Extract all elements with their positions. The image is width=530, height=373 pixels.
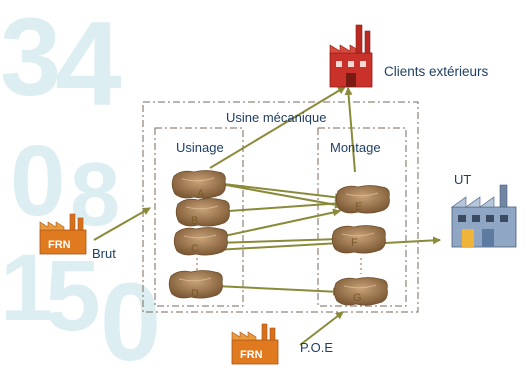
- montage-label: Montage: [330, 140, 381, 155]
- sack-icon: [331, 225, 386, 254]
- usinage-frame: [154, 127, 244, 307]
- arrow-e-clients: [344, 87, 356, 173]
- brut-label: Brut: [92, 246, 116, 261]
- node-f-label: F: [351, 237, 358, 249]
- node-a-label: A: [197, 188, 205, 200]
- frn-label-left: FRN: [48, 239, 71, 251]
- svg-text:4: 4: [55, 0, 122, 131]
- node-e-label: E: [355, 201, 362, 213]
- factory-ut-icon: [451, 184, 517, 248]
- arrow-a-clients: [209, 86, 346, 169]
- background-watermark: 3 4 0 8 1 5 0: [0, 0, 161, 373]
- arrow-d-g: [214, 285, 341, 296]
- node-c: C: [173, 227, 228, 256]
- arrow-brut: [93, 207, 151, 241]
- arrow-a-e2: [214, 182, 343, 209]
- sack-icon: [175, 198, 230, 227]
- sack-icon: [173, 227, 228, 256]
- arrow-b-e: [214, 199, 343, 213]
- svg-text:0: 0: [10, 125, 66, 237]
- arrow-f-ut: [384, 236, 441, 245]
- factory-clients-icon: [329, 24, 373, 88]
- node-d: D: [168, 270, 223, 300]
- frn-label-bottom: FRN: [240, 349, 263, 361]
- montage-frame: [317, 127, 407, 307]
- node-f: F: [331, 225, 386, 254]
- usine-frame: [142, 101, 419, 313]
- svg-text:3: 3: [0, 0, 61, 119]
- clients-label: Clients extérieurs: [384, 64, 489, 79]
- node-g-label: G: [353, 292, 362, 304]
- usine-label: Usine mécanique: [226, 110, 326, 125]
- node-b-label: B: [191, 215, 198, 227]
- poe-label: P.O.E: [300, 340, 333, 355]
- arrow-a-e: [214, 182, 343, 202]
- factory-frn-icon: FRN: [231, 323, 279, 365]
- svg-text:0: 0: [100, 261, 161, 373]
- usinage-label: Usinage: [176, 140, 224, 155]
- node-b: B: [175, 198, 230, 227]
- ut-label: UT: [454, 172, 471, 187]
- arrow-c-f: [214, 235, 341, 244]
- node-d-label: D: [191, 288, 199, 300]
- node-c-label: C: [191, 243, 199, 255]
- svg-text:5: 5: [45, 240, 101, 352]
- sack-icon: [335, 185, 390, 214]
- node-a: A: [171, 170, 226, 200]
- arrow-poe: [299, 311, 344, 346]
- arrow-c-f2: [214, 239, 341, 251]
- flow-arrows: [93, 86, 441, 346]
- node-g: G: [333, 277, 388, 306]
- node-e: E: [335, 185, 390, 214]
- factory-frn-icon: FRN: [39, 213, 87, 255]
- arrow-c-e: [214, 208, 341, 239]
